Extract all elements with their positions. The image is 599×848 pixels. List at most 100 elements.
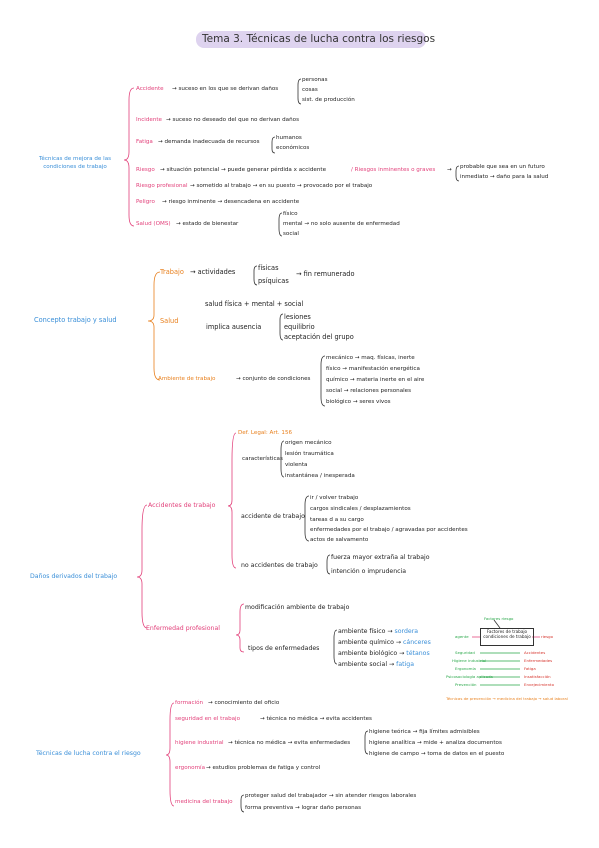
higiene-item: higiene analítica → mide + analiza docum… <box>369 740 502 746</box>
s4-root: Técnicas de lucha contra el riesgo <box>36 750 141 757</box>
s1-root: Técnicas de mejora de las condiciones de… <box>38 156 112 170</box>
diag-left: agente <box>455 634 469 639</box>
act-item: físicas <box>258 264 279 272</box>
salud-text: → estado de bienestar <box>176 221 239 227</box>
diag-row-left: Seguridad <box>455 650 475 655</box>
salud-item: social <box>283 231 299 237</box>
def-legal: Def. Legal: Art. 156 <box>238 430 293 436</box>
car-item: lesión traumática <box>285 451 334 457</box>
modificacion: modificación ambiente de trabajo <box>245 604 350 611</box>
tipos: tipos de enfermedades <box>248 645 320 652</box>
formacion-text: → conocimiento del oficio <box>208 700 280 706</box>
implica-item: aceptación del grupo <box>284 333 354 341</box>
riesgo-extra: / Riesgos inminentes o graves <box>351 167 436 173</box>
trabajo-label: Trabajo <box>160 268 184 276</box>
at-item: tareas d a su cargo <box>310 517 364 523</box>
fatiga-item: económicos <box>276 145 310 151</box>
s3-root: Daños derivados del trabajo <box>30 573 118 580</box>
accidente-text: → suceso en los que se derivan daños <box>172 86 279 92</box>
arrow: → <box>447 167 452 173</box>
cond-item: biológico → seres vivos <box>326 399 391 405</box>
diag-row-left: Prevención <box>455 682 477 687</box>
diag-top: Factores riesgo <box>484 616 514 621</box>
diag-row-right: Accidentes <box>524 650 546 655</box>
riesgo-right-item: probable que sea en un futuro <box>460 164 545 170</box>
incidente-text: → suceso no deseado del que no derivan d… <box>166 117 299 123</box>
cond-item: mecánico → maq. físicas, inerte <box>326 355 415 361</box>
accidentes-label: Accidentes de trabajo <box>148 502 216 509</box>
higiene-item: higiene de campo → toma de datos en el p… <box>369 751 505 757</box>
diag-row-right: Fatiga <box>524 666 536 671</box>
at-item: ir / volver trabajo <box>310 495 359 501</box>
accidente-item: cosas <box>302 87 318 93</box>
cond-item: físico → manifestación energética <box>326 366 420 372</box>
caracteristicas: características <box>242 456 283 462</box>
seguridad-text: → técnica no médica → evita accidentes <box>260 716 372 722</box>
diag-row-right: Enfermedades <box>524 658 553 663</box>
title-highlight <box>196 31 426 48</box>
no-item: fuerza mayor extraña al trabajo <box>331 554 430 561</box>
car-item: violenta <box>285 462 308 468</box>
higiene-text: → técnica no médica → evita enfermedades <box>228 740 351 746</box>
diag-row-left: Psicosociología aplicada <box>446 674 493 679</box>
riesgo-prof-label: Riesgo profesional <box>136 183 188 189</box>
seguridad-label: seguridad en el trabajo <box>175 716 241 722</box>
diag-right: riesgo <box>541 634 553 639</box>
riesgo-label: Riesgo <box>136 167 155 173</box>
peligro-text: → riesgo inminente → desencadena en acci… <box>162 199 300 205</box>
salud-label: Salud (OMS) <box>136 221 171 227</box>
at-item: cargos sindicales / desplazamientos <box>310 506 411 512</box>
ergonomia-text: → estudios problemas de fatiga y control <box>206 765 321 771</box>
ambiente-label: Ambiente de trabajo <box>158 376 216 382</box>
diag-row-right: Insatisfacción <box>524 674 551 679</box>
medicina-item: forma preventiva → lograr daño personas <box>245 805 362 811</box>
at-item: enfermedades por el trabajo / agravadas … <box>310 527 468 533</box>
riesgo-text: → situación potencial → puede generar pé… <box>160 167 327 173</box>
diag-footer: Técnicas de prevención → medicina del tr… <box>446 696 568 701</box>
accidente-trabajo: accidente de trabajo <box>241 513 305 520</box>
actividades: → actividades <box>190 268 236 276</box>
tipo-item: ambiente social → fatiga <box>338 661 415 668</box>
medicina-label: medicina del trabajo <box>175 799 233 805</box>
accidente-label: Accidente <box>136 86 164 92</box>
diag-row-left: Ergonomía <box>455 666 476 671</box>
incidente-label: Incidente <box>136 117 162 123</box>
peligro-label: Peligro <box>136 199 155 205</box>
ergonomia-label: ergonomía <box>175 765 206 771</box>
no-accidentes: no accidentes de trabajo <box>241 562 318 569</box>
car-item: origen mecánico <box>285 440 332 446</box>
fin: → fin remunerado <box>296 270 355 278</box>
higiene-item: higiene teórica → fija límites admisible… <box>369 729 480 735</box>
salud2-label: Salud <box>160 317 179 325</box>
tipo-item: ambiente biológico → tétanos <box>338 650 430 657</box>
fatiga-label: Fatiga <box>136 139 153 145</box>
diag-box: Factores de trabajo condiciones de traba… <box>480 628 534 646</box>
implica: implica ausencia <box>206 323 262 331</box>
diag-row-left: Higiene industrial <box>452 658 487 663</box>
s2-root: Concepto trabajo y salud <box>34 316 117 324</box>
riesgo-right-item: inmediato → daño para la salud <box>460 174 549 180</box>
fatiga-text: → demanda inadecuada de recursos <box>158 139 260 145</box>
fatiga-item: humanos <box>276 135 302 141</box>
accidente-item: personas <box>302 77 328 83</box>
car-item: instantánea / inesperada <box>285 473 355 479</box>
medicina-item: proteger salud del trabajador → sin aten… <box>245 793 417 799</box>
act-item: psíquicas <box>258 277 289 285</box>
cond-item: químico → materia inerte en el aire <box>326 377 425 383</box>
conjunto: → conjunto de condiciones <box>236 376 311 382</box>
tipo-item: ambiente químico → cánceres <box>338 639 431 646</box>
page-title: Tema 3. Técnicas de lucha contra los rie… <box>202 33 436 45</box>
at-item: actos de salvamento <box>310 537 369 543</box>
salud-item: físico <box>283 211 298 217</box>
cond-item: social → relaciones personales <box>326 388 412 394</box>
no-item: intención o imprudencia <box>331 568 407 575</box>
tipo-item: ambiente físico → sordera <box>338 628 419 635</box>
higiene-label: higiene industrial <box>175 740 224 746</box>
salud-line: salud física + mental + social <box>205 300 304 308</box>
salud-item: mental → no solo ausente de enfermedad <box>283 221 400 227</box>
diag-row-right: Envejecimiento <box>524 682 554 687</box>
formacion-label: formación <box>175 700 204 706</box>
accidente-item: sist. de producción <box>302 97 355 103</box>
